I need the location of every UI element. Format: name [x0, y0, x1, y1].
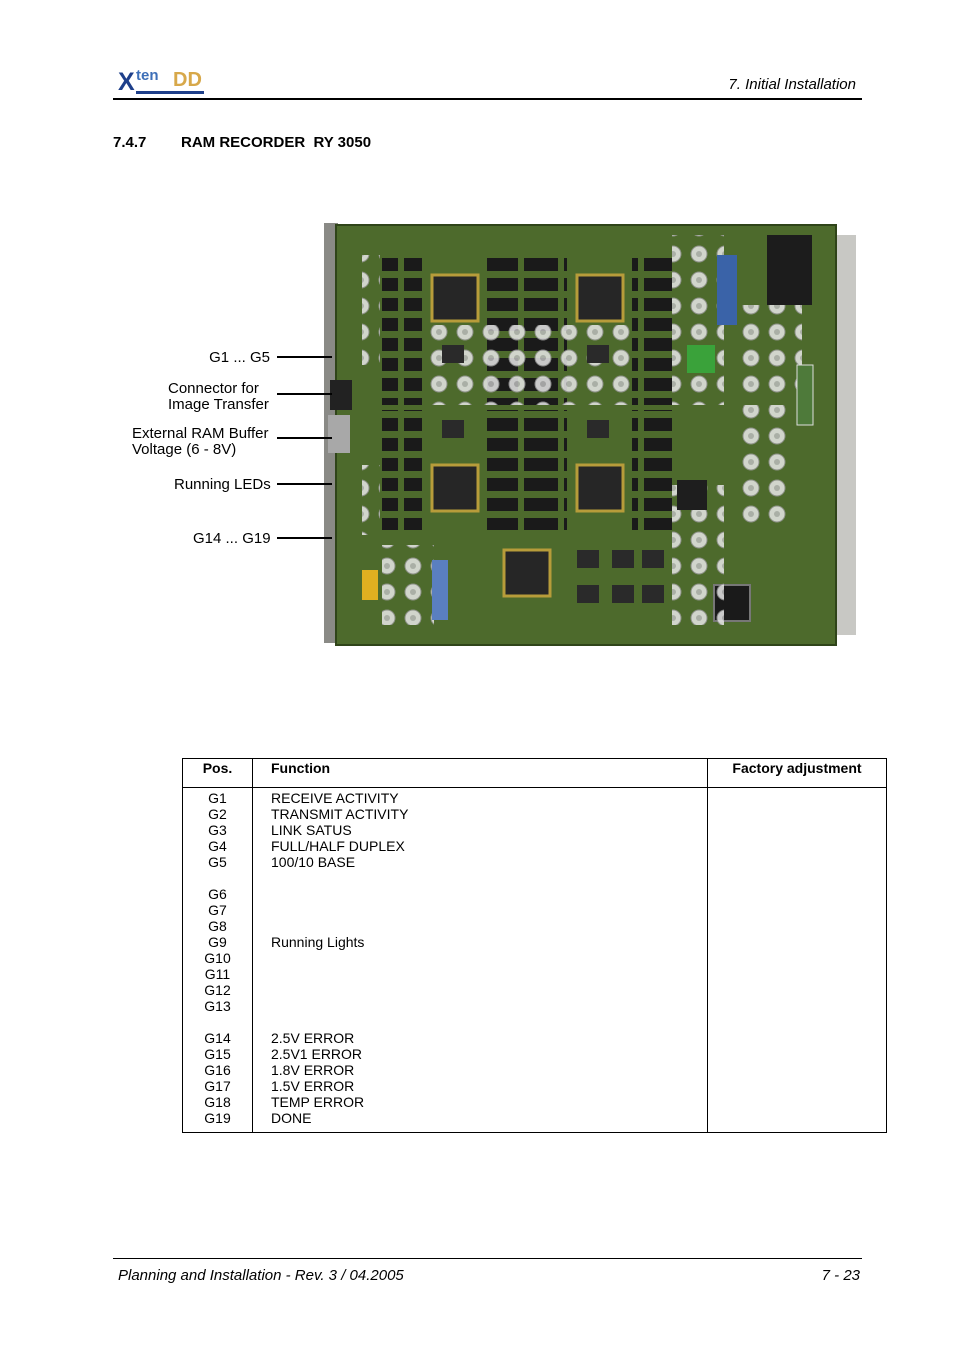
table-cell-line — [271, 918, 707, 934]
table-cell-line — [271, 966, 707, 982]
table-cell-line: G5 — [208, 854, 227, 870]
svg-text:X: X — [118, 68, 135, 96]
section-title: RAM RECORDER RY 3050 — [181, 134, 372, 151]
callout-text: G1 ... G5 — [209, 349, 270, 366]
footer-divider — [113, 1258, 862, 1259]
table-cell-line: G4 — [208, 838, 227, 854]
table-cell-line — [271, 998, 707, 1014]
callout-g14-g19: G14 ... G19 — [193, 531, 271, 546]
callout-leader — [277, 393, 332, 395]
table-cell-line — [271, 902, 707, 918]
callout-leader — [277, 437, 332, 439]
callout-g1-g5: G1 ... G5 — [209, 350, 270, 365]
column-header-factory-adjustment: Factory adjustment — [707, 758, 887, 788]
table-cell-line: G18 — [204, 1094, 231, 1110]
chapter-title: 7. Initial Installation — [728, 76, 856, 93]
footer-document-info: Planning and Installation - Rev. 3 / 04.… — [118, 1267, 404, 1284]
table-header-row: Pos. Function Factory adjustment — [182, 758, 887, 788]
page-number: 7 - 23 — [821, 1267, 860, 1284]
table-cell-line: G8 — [208, 918, 227, 934]
callout-running-leds: Running LEDs — [174, 477, 271, 492]
callout-image-connector: Connector for Image Transfer — [168, 381, 269, 413]
table-cell-line: TEMP ERROR — [271, 1094, 365, 1110]
column-header-pos: Pos. — [182, 758, 253, 788]
svg-text:DD: DD — [173, 69, 202, 91]
table-cell-line: G10 — [204, 950, 231, 966]
table-cell-line — [271, 886, 707, 902]
table-cell-line — [183, 1014, 252, 1030]
table-cell-line: Running Lights — [271, 934, 365, 950]
table-cell-line — [271, 982, 707, 998]
table-cell-line — [271, 870, 707, 886]
callout-text: Running LEDs — [174, 476, 271, 493]
table-cell-line: 2.5V ERROR — [271, 1030, 355, 1046]
table-cell-line: G3 — [208, 822, 227, 838]
table-cell-line: G16 — [204, 1062, 231, 1078]
table-cell-line: LINK SATUS — [271, 822, 352, 838]
table-cell-line: G1 — [208, 790, 227, 806]
svg-text:ten: ten — [136, 67, 159, 84]
circuit-board-photo — [324, 223, 856, 646]
callout-leader — [277, 356, 332, 358]
table-cell-line: G12 — [204, 982, 231, 998]
table-cell-line — [271, 1014, 707, 1030]
callout-text: Voltage (6 - 8V) — [132, 441, 237, 458]
callout-text: Image Transfer — [168, 396, 269, 413]
table-cell-line: G15 — [204, 1046, 231, 1062]
table-cell-line: G2 — [208, 806, 227, 822]
section-number: 7.4.7 — [113, 134, 147, 151]
table-cell-line: 2.5V1 ERROR — [271, 1046, 363, 1062]
table-cell-line: 1.8V ERROR — [271, 1062, 355, 1078]
table-cell-line: FULL/HALF DUPLEX — [271, 838, 405, 854]
table-cell-line: DONE — [271, 1110, 312, 1126]
table-cell-line — [271, 950, 707, 966]
callout-text: G14 ... G19 — [193, 530, 271, 547]
table-cell-line: G7 — [208, 902, 227, 918]
callout-ram-buffer-voltage: External RAM Buffer Voltage (6 - 8V) — [132, 426, 268, 458]
table-cell-line: G13 — [204, 998, 231, 1014]
table-cell-line: G6 — [208, 886, 227, 902]
table-cell-line: G14 — [204, 1030, 231, 1046]
table-cell-line: G19 — [204, 1110, 231, 1126]
table-cell-line: RECEIVE ACTIVITY — [271, 790, 399, 806]
table-cell-line: TRANSMIT ACTIVITY — [271, 806, 409, 822]
callout-text: External RAM Buffer — [132, 425, 269, 442]
callout-leader — [277, 537, 332, 539]
table-cell-line — [183, 870, 252, 886]
table-cell-line: 100/10 BASE — [271, 854, 356, 870]
callout-leader — [277, 483, 332, 485]
xtendd-logo: X ten DD — [118, 67, 204, 96]
table-cell-line: G17 — [204, 1078, 231, 1094]
table-cell-line: 1.5V ERROR — [271, 1078, 355, 1094]
header-divider — [113, 98, 862, 100]
column-header-function: Function — [252, 758, 708, 788]
table-cell-line: G11 — [204, 966, 231, 982]
table-cell-line: G9 — [208, 934, 227, 950]
factory-adjustment-cell — [707, 787, 887, 1133]
callout-text: Connector for — [168, 380, 259, 397]
